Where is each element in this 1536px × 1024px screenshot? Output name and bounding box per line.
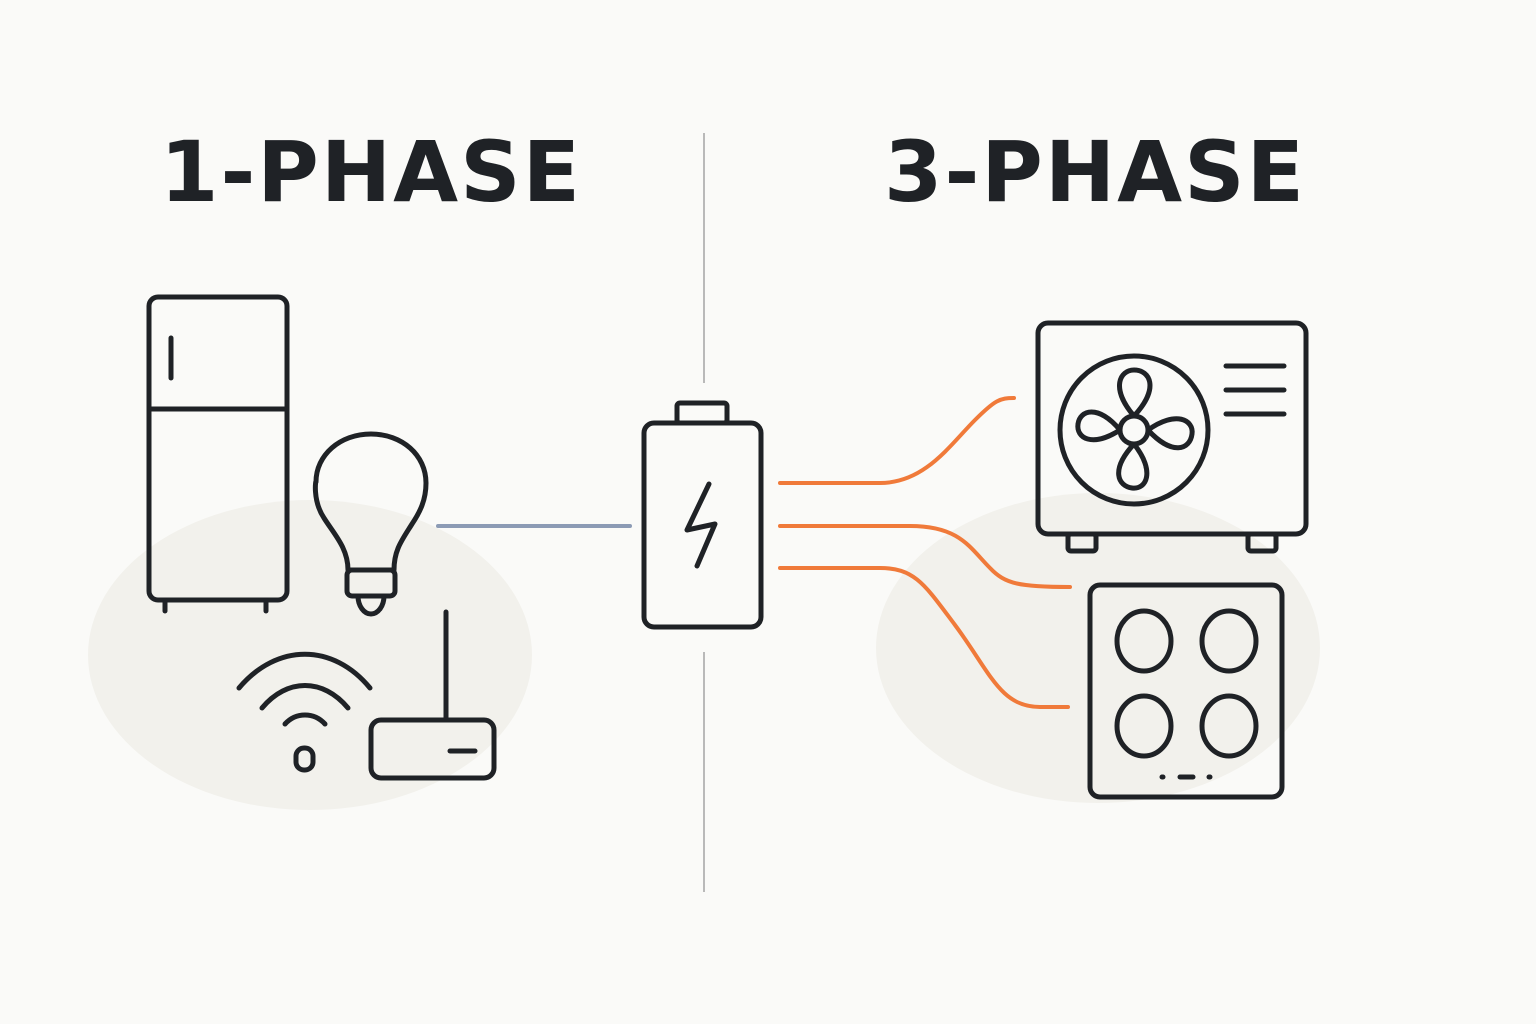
- single-phase-title: 1-PHASE: [160, 123, 583, 221]
- phase-line-2: [778, 524, 1072, 589]
- heat-pump-icon: [1035, 320, 1309, 554]
- phase-line-3: [778, 566, 1070, 709]
- phase-line-1: [778, 396, 1016, 485]
- battery-icon: [641, 400, 764, 630]
- refrigerator-icon: [146, 294, 290, 614]
- fan-blade-bottom: [1116, 441, 1150, 491]
- fan-blade-right: [1145, 416, 1195, 451]
- cooktop-icon: [1087, 582, 1285, 800]
- fan-blade-left: [1075, 409, 1123, 443]
- light-bulb-icon: [312, 431, 429, 617]
- three-phase-lines: [778, 396, 1072, 709]
- fan-blade-top: [1117, 367, 1153, 419]
- router-icon: [368, 609, 497, 781]
- wifi-icon: [236, 651, 373, 773]
- right-highlight-blob: [876, 493, 1320, 803]
- three-phase-title: 3-PHASE: [884, 123, 1307, 221]
